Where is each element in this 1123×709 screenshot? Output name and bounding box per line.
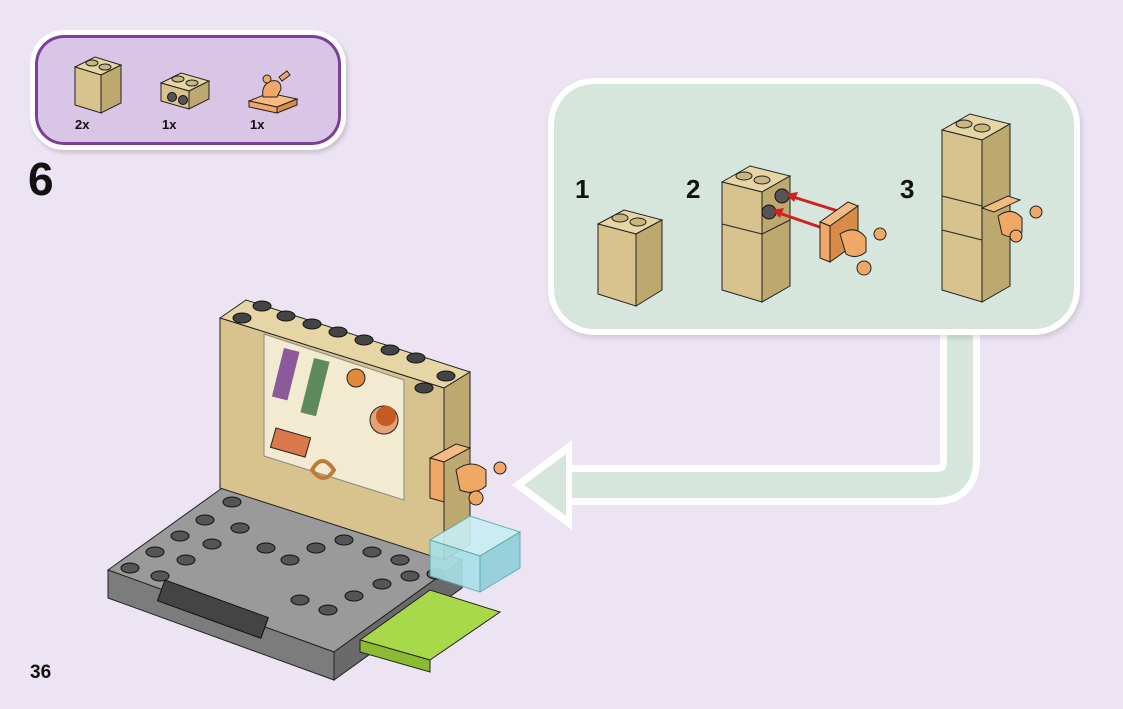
page-number: 36	[30, 662, 51, 684]
